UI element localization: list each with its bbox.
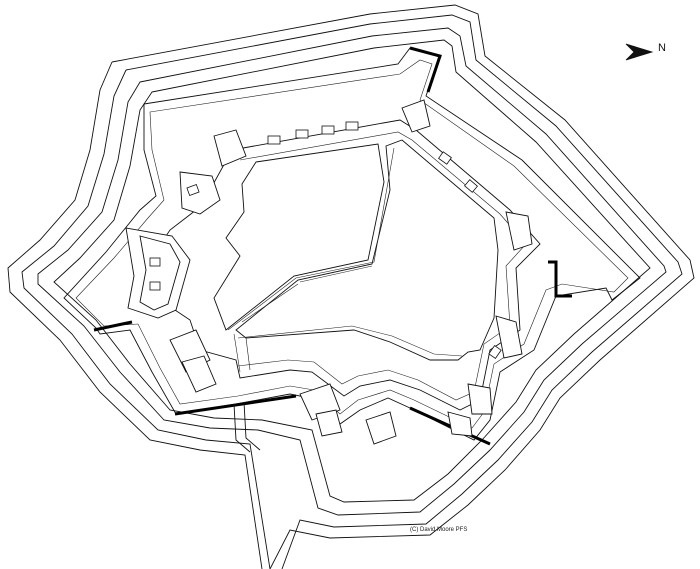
- bastion-structures: [125, 99, 533, 445]
- north-label: N: [658, 42, 666, 54]
- north-arrow-icon: [625, 43, 654, 61]
- copyright-credit: (C) David Moore PFS: [410, 527, 468, 533]
- sally-port: [233, 401, 261, 453]
- scarp-wall: [63, 47, 641, 441]
- heavy-wall-segments: [93, 46, 572, 446]
- ditch-outline: [37, 27, 667, 516]
- glacis-outline: [7, 4, 695, 569]
- parade-ground: [213, 139, 499, 373]
- gun-emplacements: [149, 121, 502, 359]
